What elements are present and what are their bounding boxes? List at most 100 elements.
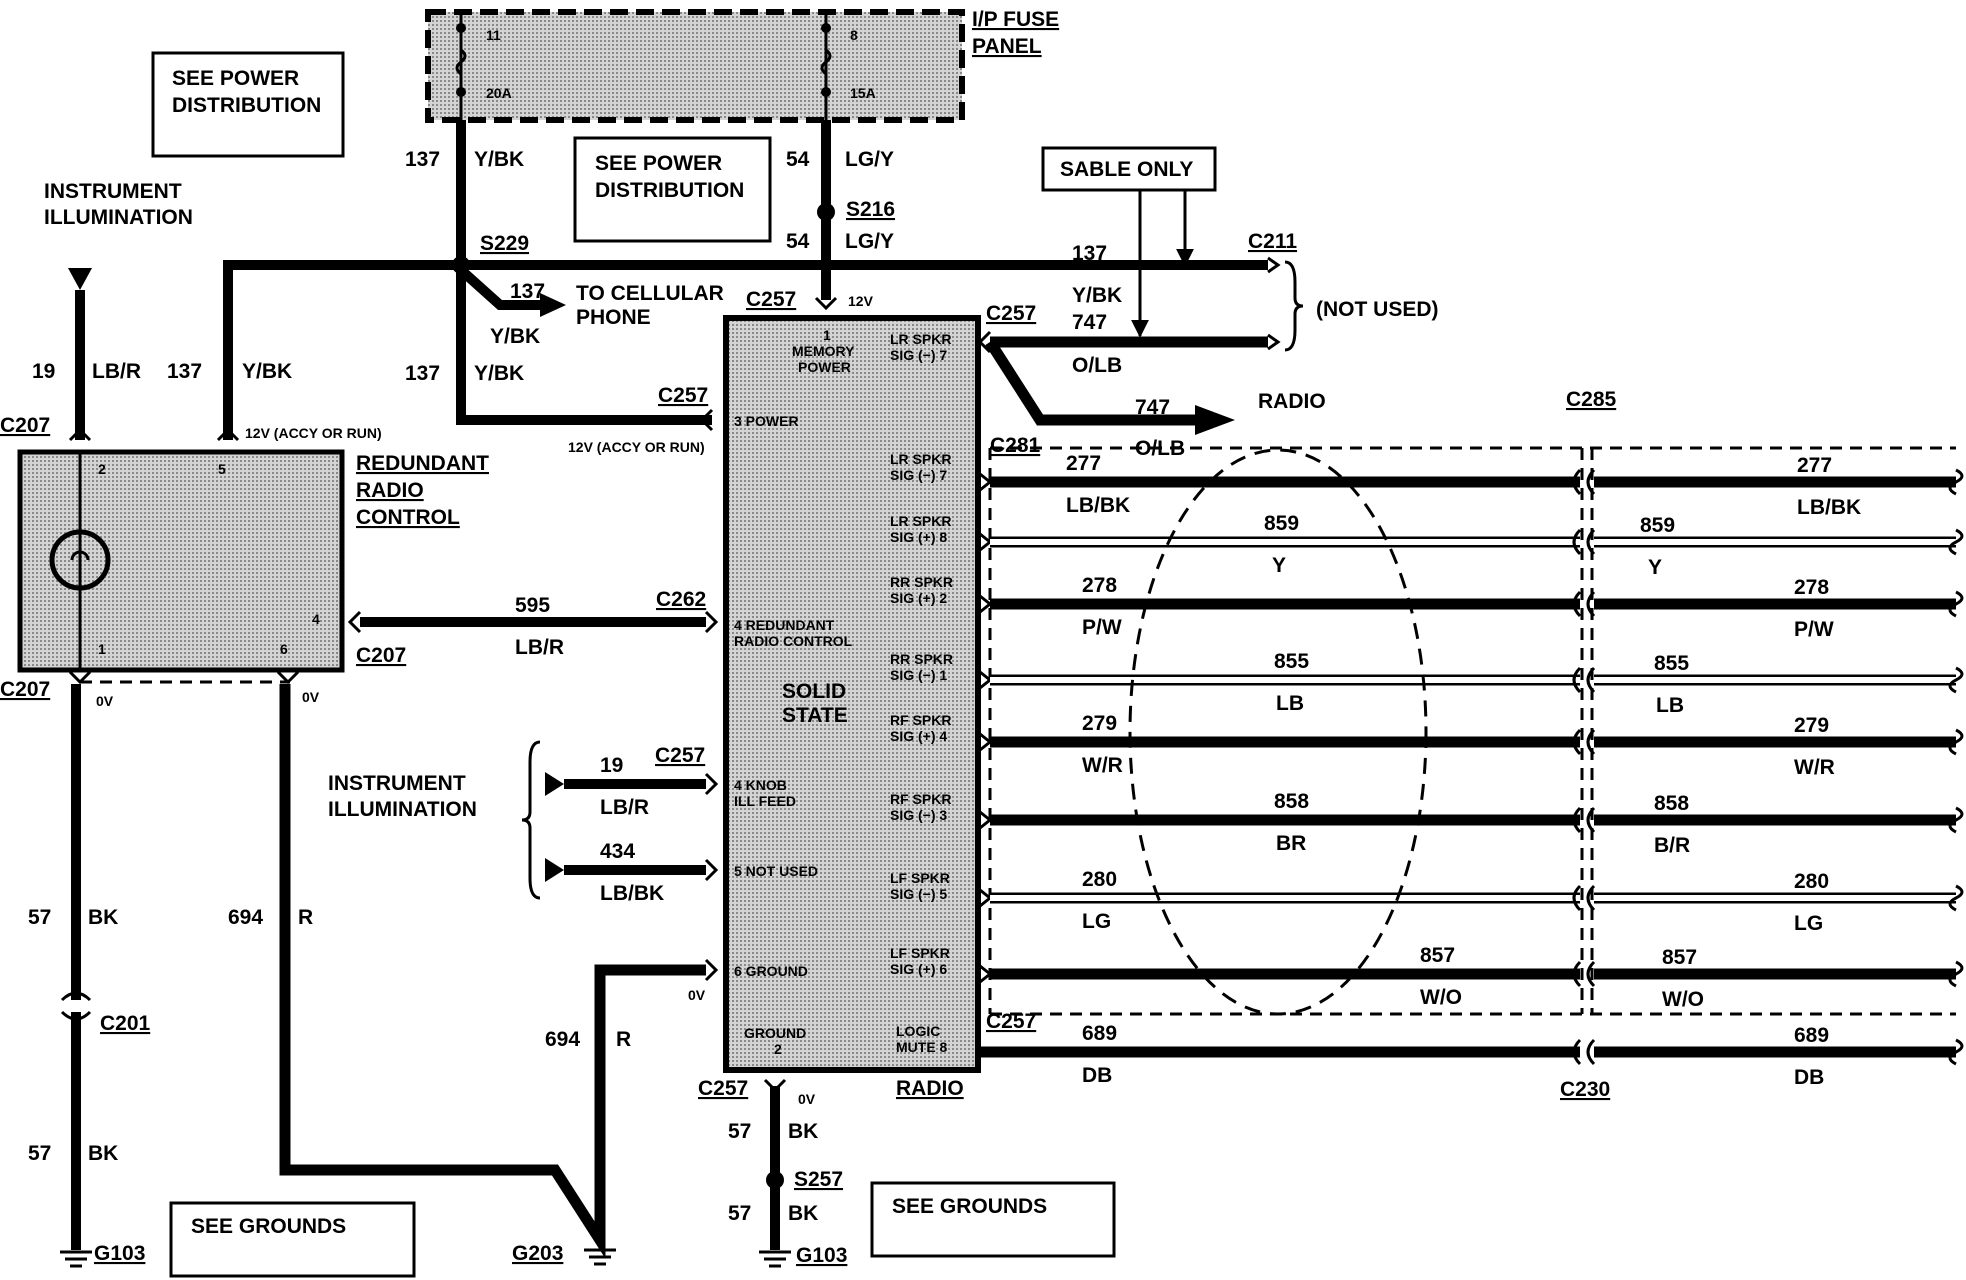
fuse-11-number: 11 bbox=[486, 27, 501, 43]
c230-label: C230 bbox=[1560, 1078, 1610, 1101]
wire-278-label-a: 278 bbox=[1082, 574, 1117, 597]
wire-279-label-a: 279 bbox=[1082, 712, 1117, 735]
svg-text:POWER: POWER bbox=[798, 359, 851, 375]
c257-label-speaker: C257 bbox=[986, 302, 1036, 325]
svg-text:RR SPKR: RR SPKR bbox=[890, 651, 953, 667]
wire-19-label-a: 19 bbox=[32, 360, 55, 383]
svg-text:DISTRIBUTION: DISTRIBUTION bbox=[172, 94, 321, 117]
wire-280-label-a: 280 bbox=[1082, 868, 1117, 891]
wire-857-label-a: 857 bbox=[1420, 944, 1455, 967]
fuse-8-number: 8 bbox=[850, 27, 858, 43]
wire-54-label-a: 54 bbox=[786, 148, 810, 171]
wire-137-label-cell: 137 bbox=[510, 280, 545, 303]
wire-y-label-a: Y bbox=[1272, 554, 1286, 577]
wire-277-label-a: 277 bbox=[1066, 452, 1101, 475]
wire-747-olb bbox=[977, 330, 1268, 435]
wire-747-label-a: 747 bbox=[1072, 311, 1107, 334]
svg-text:6: 6 bbox=[280, 641, 288, 657]
svg-text:SABLE ONLY: SABLE ONLY bbox=[1060, 158, 1193, 181]
wire-57-label-d: 57 bbox=[728, 1202, 751, 1225]
wire-434-lbbk bbox=[545, 858, 719, 882]
g103-label-left: G103 bbox=[94, 1242, 145, 1265]
c257-label-knob: C257 bbox=[655, 744, 705, 767]
wire-ybk-label-d: Y/BK bbox=[1072, 284, 1122, 307]
redundant-radio-control-label-2: RADIO bbox=[356, 479, 424, 502]
wire-57-label-c: 57 bbox=[728, 1120, 751, 1143]
wire-855-label-a: 855 bbox=[1274, 650, 1309, 673]
wire-137-ybk bbox=[223, 120, 1268, 440]
svg-text:1: 1 bbox=[823, 327, 831, 343]
instrument-illumination-label-1: INSTRUMENT bbox=[44, 180, 182, 203]
v12-accy-label-radio: 12V (ACCY OR RUN) bbox=[568, 439, 705, 455]
c207-label-bottom: C207 bbox=[0, 678, 50, 701]
s229-label: S229 bbox=[480, 232, 529, 255]
svg-text:SEE POWER: SEE POWER bbox=[595, 152, 722, 175]
wire-ybk-label-cell: Y/BK bbox=[490, 325, 540, 348]
svg-text:4 KNOB: 4 KNOB bbox=[734, 777, 787, 793]
wire-279-label-b: 279 bbox=[1794, 714, 1829, 737]
fuse-11-rating: 20A bbox=[486, 85, 512, 101]
wire-694-label-a: 694 bbox=[228, 906, 263, 929]
svg-text:DISTRIBUTION: DISTRIBUTION bbox=[595, 179, 744, 202]
wire-db-label-a: DB bbox=[1082, 1064, 1112, 1087]
solid-state-label-2: STATE bbox=[782, 704, 848, 727]
svg-text:LR SPKR: LR SPKR bbox=[890, 513, 951, 529]
c281-label: C281 bbox=[990, 434, 1041, 457]
wire-859-label-a: 859 bbox=[1264, 512, 1299, 535]
svg-text:SIG (−) 1: SIG (−) 1 bbox=[890, 667, 947, 683]
svg-text:SIG (+) 8: SIG (+) 8 bbox=[890, 529, 947, 545]
v12-accy-label-rrc: 12V (ACCY OR RUN) bbox=[245, 425, 382, 441]
svg-text:LR SPKR: LR SPKR bbox=[890, 331, 951, 347]
instrument-illumination-label-2: ILLUMINATION bbox=[44, 206, 193, 229]
svg-text:GROUND: GROUND bbox=[744, 1025, 806, 1041]
svg-text:SIG (+) 4: SIG (+) 4 bbox=[890, 728, 947, 744]
wire-ybk-label-a: Y/BK bbox=[474, 148, 524, 171]
wire-b-r-label: B/R bbox=[1654, 834, 1690, 857]
wire-859-label-b: 859 bbox=[1640, 514, 1675, 537]
c201-label: C201 bbox=[100, 1012, 151, 1035]
svg-text:4: 4 bbox=[312, 611, 320, 627]
wire-747-label-b: 747 bbox=[1135, 396, 1170, 419]
wire-pw-label-b: P/W bbox=[1794, 618, 1834, 641]
wire-595-label: 595 bbox=[515, 594, 550, 617]
wire-ybk-label-b: Y/BK bbox=[474, 362, 524, 385]
wire-pw-label-a: P/W bbox=[1082, 616, 1122, 639]
radio-destination-label: RADIO bbox=[1258, 390, 1326, 413]
ip-fuse-panel-label-1: I/P FUSE bbox=[972, 8, 1059, 31]
see-power-distribution-box-2: SEE POWER DISTRIBUTION bbox=[573, 136, 772, 243]
to-cellular-label-1: TO CELLULAR bbox=[576, 282, 724, 305]
svg-text:SEE GROUNDS: SEE GROUNDS bbox=[892, 1195, 1047, 1218]
ip-fuse-panel-label-2: PANEL bbox=[972, 35, 1042, 58]
wire-57-bk-radio bbox=[759, 1078, 791, 1268]
wire-277-label-b: 277 bbox=[1797, 454, 1832, 477]
redundant-radio-control-label-3: CONTROL bbox=[356, 506, 460, 529]
wire-694-r bbox=[279, 684, 706, 1266]
svg-text:1: 1 bbox=[98, 641, 106, 657]
svg-text:RF SPKR: RF SPKR bbox=[890, 791, 951, 807]
wire-137-label-b: 137 bbox=[405, 362, 440, 385]
wire-wr-label-b: W/R bbox=[1794, 756, 1835, 779]
c207-label-top: C207 bbox=[0, 414, 50, 437]
g103-label-radio: G103 bbox=[796, 1244, 847, 1267]
svg-text:MUTE 8: MUTE 8 bbox=[896, 1039, 948, 1055]
wire-lbr-label-a: LB/R bbox=[92, 360, 141, 383]
wire-857-label-b: 857 bbox=[1662, 946, 1697, 969]
instrument-illumination-label-4: ILLUMINATION bbox=[328, 798, 477, 821]
wire-lg-label-b: LG bbox=[1794, 912, 1823, 935]
svg-text:LF SPKR: LF SPKR bbox=[890, 945, 950, 961]
svg-text:3 POWER: 3 POWER bbox=[734, 413, 799, 429]
sable-only-box: SABLE ONLY bbox=[1041, 146, 1217, 192]
c257-label-memory: C257 bbox=[746, 288, 796, 311]
s216-label: S216 bbox=[846, 198, 895, 221]
v0-label-radio: 0V bbox=[798, 1091, 816, 1107]
svg-text:5 NOT USED: 5 NOT USED bbox=[734, 863, 818, 879]
wire-y-label-b: Y bbox=[1648, 556, 1662, 579]
wire-r-label-b: R bbox=[616, 1028, 631, 1051]
wire-lbr-label-b: LB/R bbox=[600, 796, 649, 819]
wire-br-label: BR bbox=[1276, 832, 1306, 855]
wire-bk-label-b: BK bbox=[88, 1142, 118, 1165]
svg-text:LOGIC: LOGIC bbox=[896, 1023, 940, 1039]
wire-lgy-label-b: LG/Y bbox=[845, 230, 894, 253]
wire-bk-label-a: BK bbox=[88, 906, 118, 929]
